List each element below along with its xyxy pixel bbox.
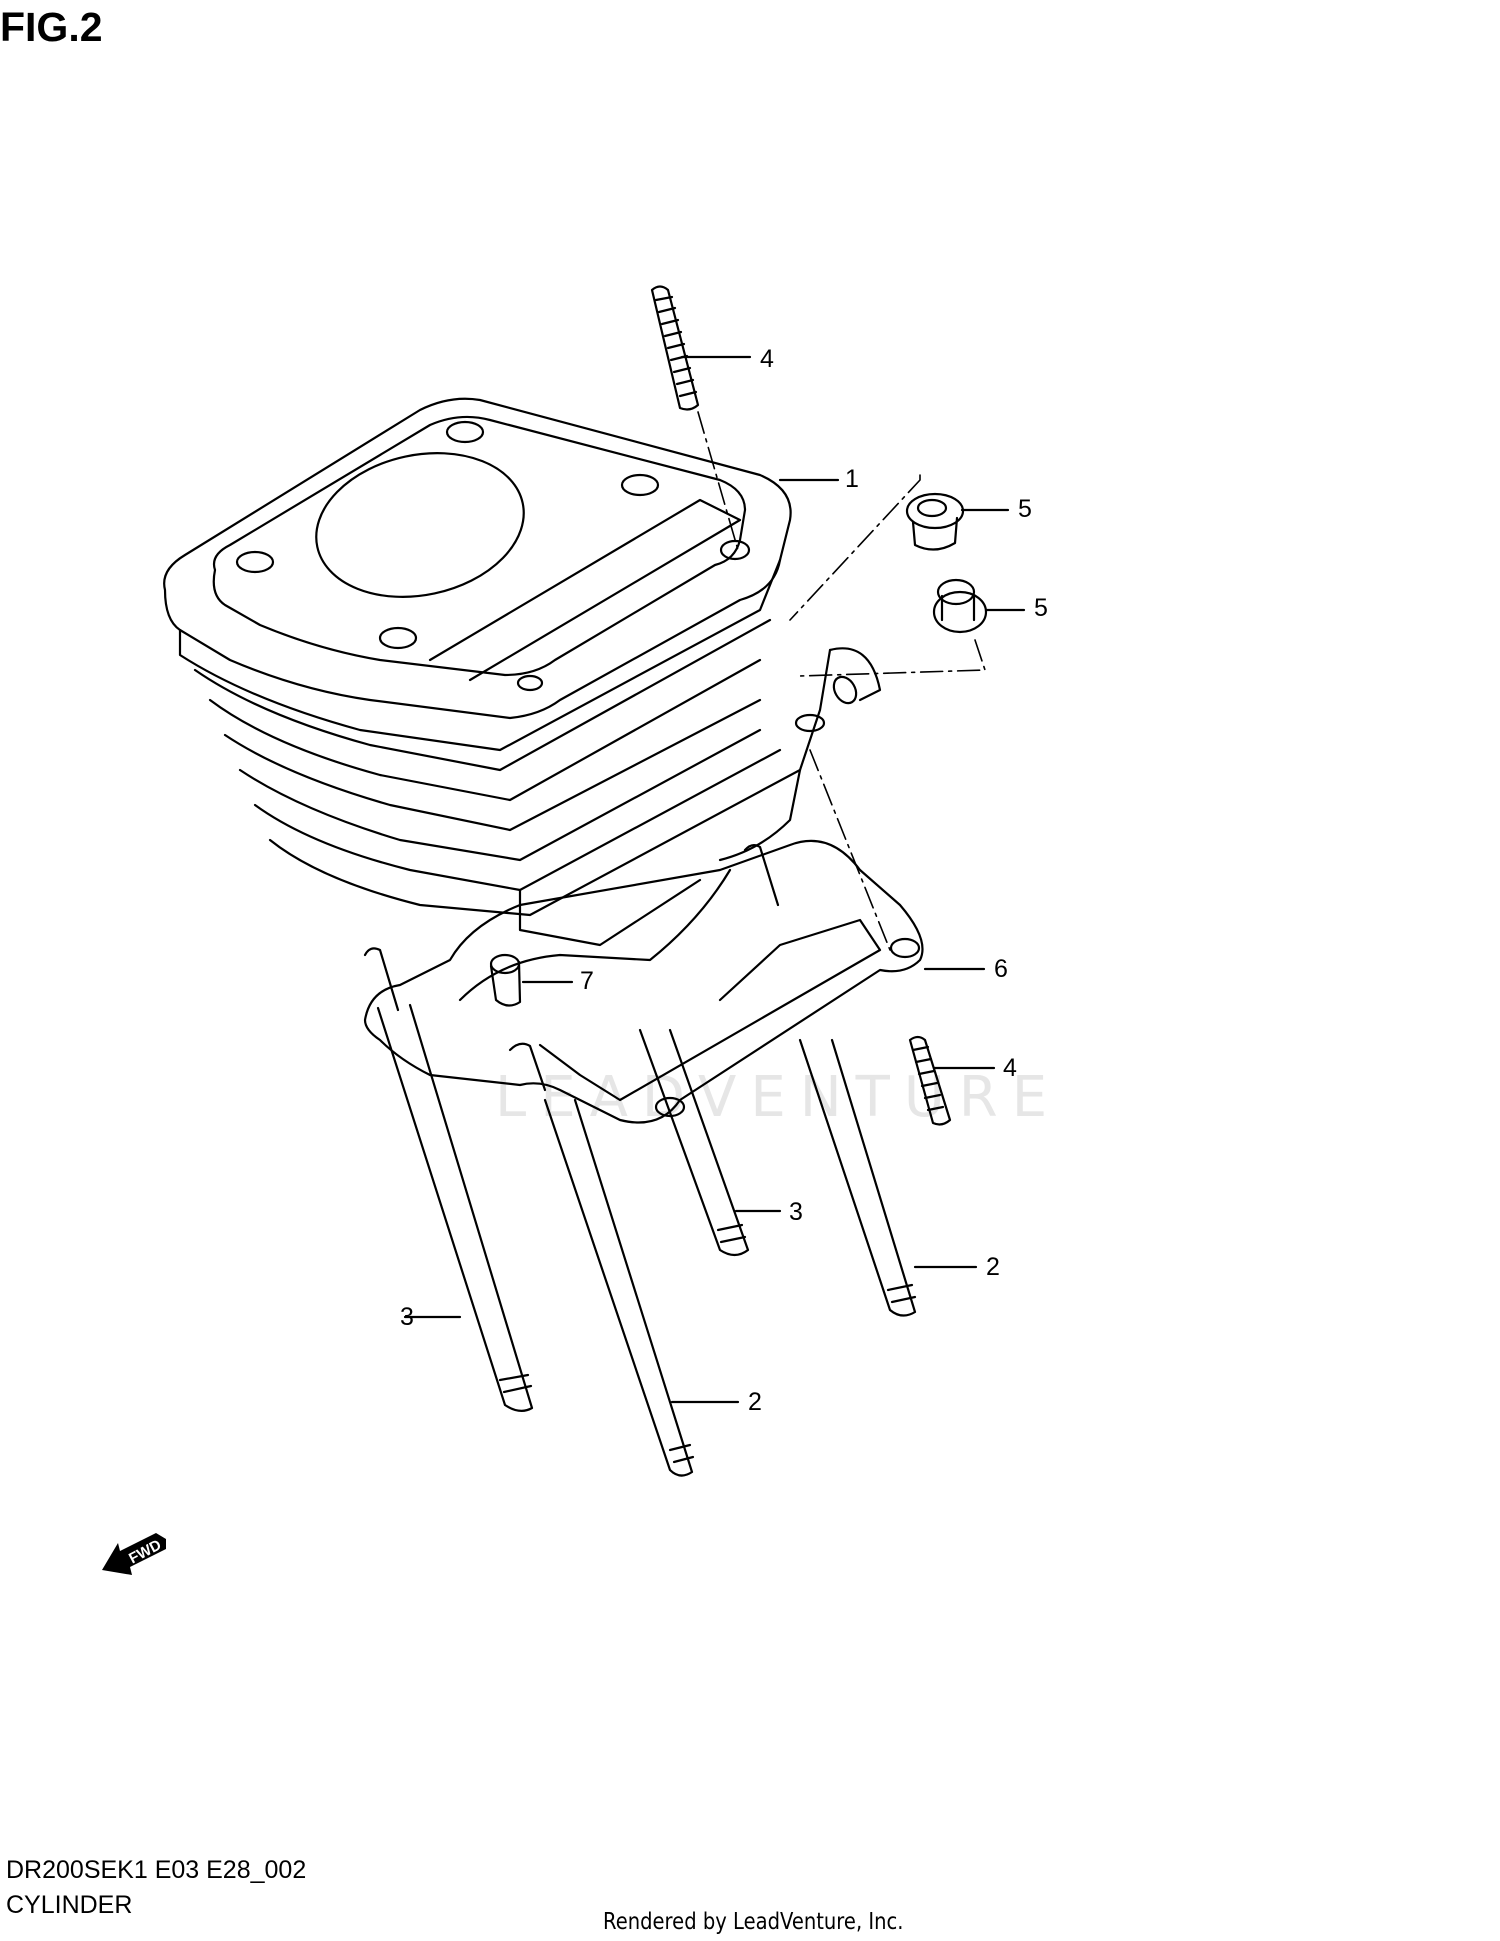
callout-2-right: 2: [986, 1253, 1000, 1281]
callout-4-right: 4: [1003, 1054, 1017, 1082]
callout-7: 7: [580, 967, 594, 995]
callout-5-upper: 5: [1018, 495, 1032, 523]
render-credit: Rendered by LeadVenture, Inc.: [603, 1909, 904, 1935]
stud-bolt-4-top: [650, 285, 700, 411]
dowel-pin-7: [489, 953, 522, 1007]
callout-6: 6: [994, 955, 1008, 983]
callout-5-lower: 5: [1034, 594, 1048, 622]
callout-2-front: 2: [748, 1388, 762, 1416]
callout-4-top: 4: [760, 345, 774, 373]
stud-bolt-2-front: [508, 1042, 695, 1477]
fwd-arrow-icon: FWD: [102, 1533, 166, 1575]
model-code: DR200SEK1 E03 E28_002: [6, 1856, 307, 1884]
watermark: LEADVENTURE: [495, 1065, 1062, 1130]
cylinder-part-1: [163, 397, 882, 947]
stud-bolt-2-right: [798, 1038, 917, 1317]
stud-bolt-3-left: [363, 947, 534, 1412]
stud-bolt-4-right: [908, 1035, 952, 1126]
flange-nut-5-lower: [932, 578, 988, 634]
callout-1: 1: [845, 465, 859, 493]
figure-caption: CYLINDER: [6, 1891, 133, 1919]
flange-nut-5-upper: [905, 492, 965, 551]
cylinder-base-gasket-6: [363, 839, 924, 1124]
callout-3-left: 3: [400, 1303, 414, 1331]
figure-title: FIG.2: [0, 4, 103, 50]
callout-3-back: 3: [789, 1198, 803, 1226]
stud-bolt-3-back: [638, 843, 780, 1257]
